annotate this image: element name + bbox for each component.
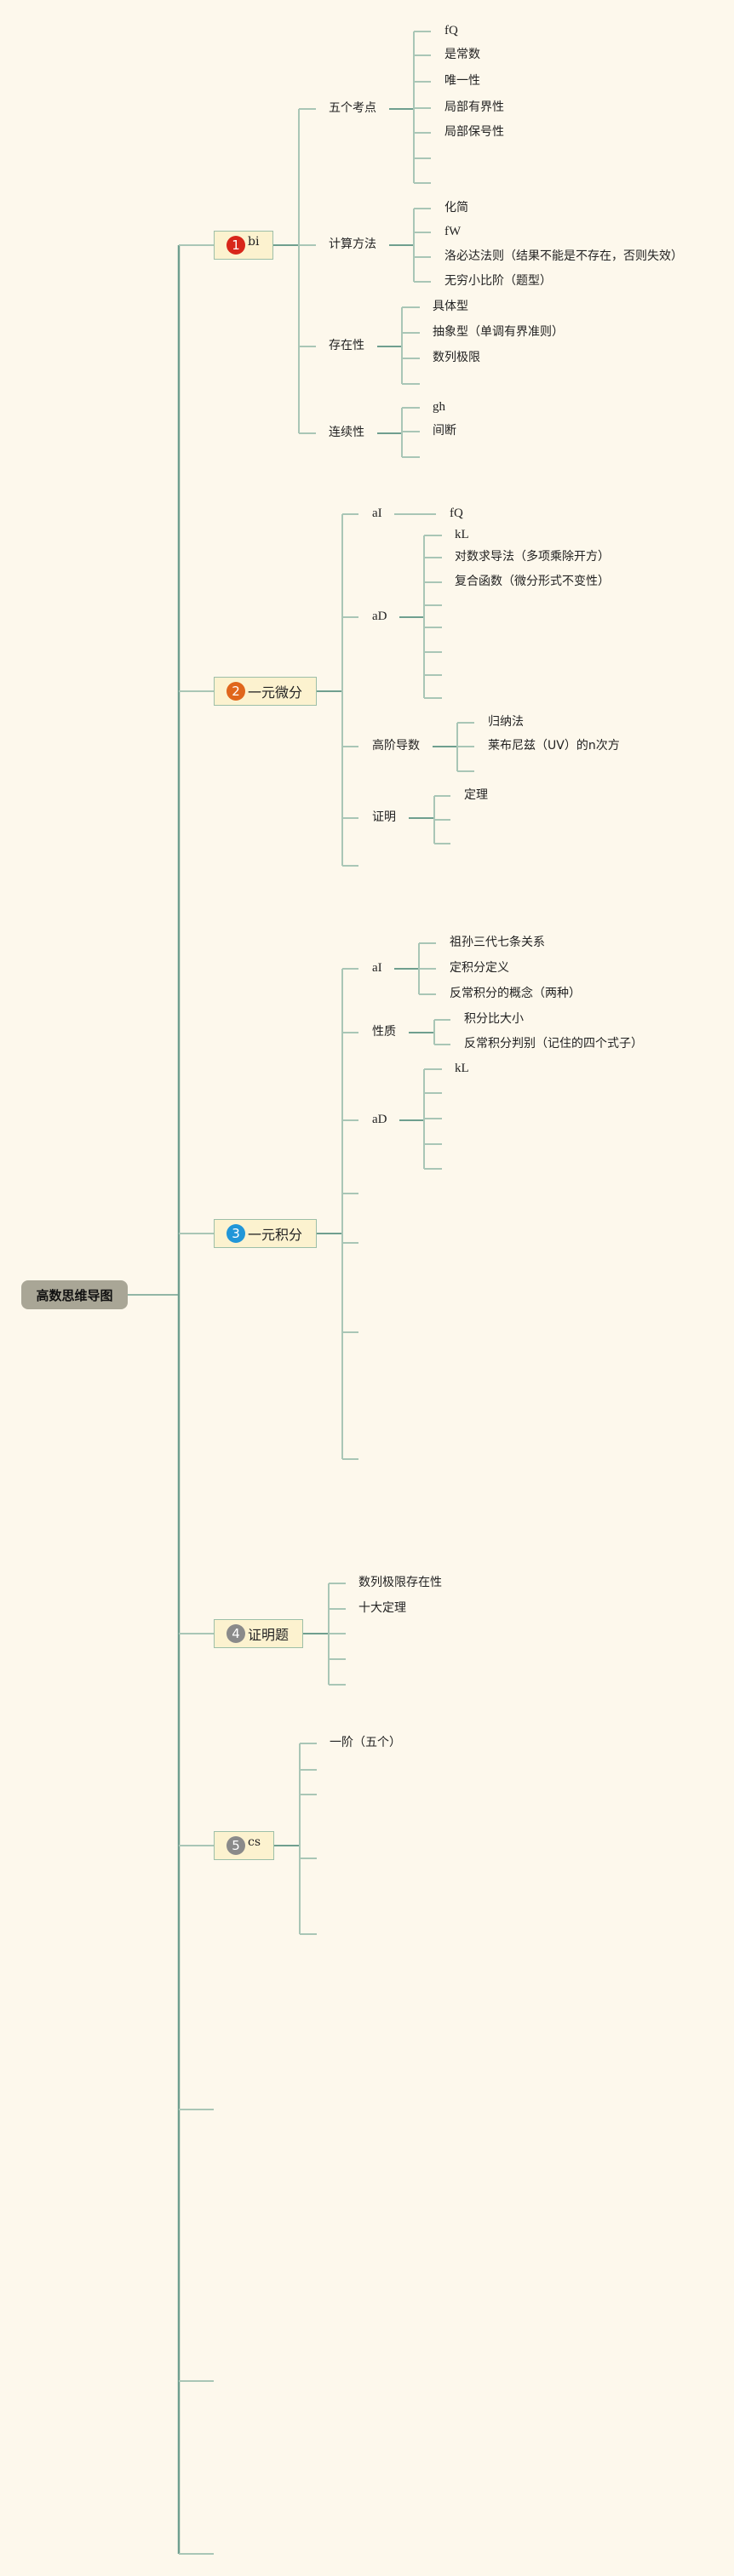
topic-label[interactable]: aD [372, 610, 387, 623]
leaf-item[interactable]: 唯一性 [444, 74, 480, 88]
leaf-item[interactable]: 是常数 [444, 48, 480, 61]
leaf-item[interactable]: 莱布尼兹（UV）的n次方 [488, 739, 620, 753]
leaf-item[interactable]: fQ [444, 24, 458, 37]
leaf-item[interactable]: fQ [450, 507, 463, 520]
leaf-item[interactable]: 洛必达法则（结果不能是不存在，否则失效） [444, 249, 683, 263]
leaf-item[interactable]: 局部保号性 [444, 125, 504, 139]
leaf-item[interactable]: 间断 [433, 424, 456, 438]
leaf-item[interactable]: gh [433, 400, 445, 414]
branch-label: 一元微分 [248, 684, 303, 701]
branch-label: 证明题 [248, 1627, 290, 1643]
number-badge-icon: 1 [227, 236, 245, 255]
leaf-item[interactable]: kL [455, 1062, 469, 1075]
leaf-item[interactable]: 数列极限 [433, 351, 480, 364]
central-topic[interactable]: 高数思维导图 [21, 1280, 128, 1309]
topic-label[interactable]: 存在性 [329, 339, 364, 352]
leaf-item[interactable]: 局部有界性 [444, 100, 504, 114]
leaf-item[interactable]: 定积分定义 [450, 961, 509, 975]
number-badge-icon: 3 [227, 1224, 245, 1243]
leaf-item[interactable]: kL [455, 528, 469, 541]
topic-label[interactable]: 证明 [372, 810, 396, 824]
topic-label[interactable]: aI [372, 961, 382, 975]
leaf-item[interactable]: 复合函数（微分形式不变性） [455, 575, 610, 588]
topic-label[interactable]: 连续性 [329, 426, 364, 439]
leaf-item[interactable]: 积分比大小 [464, 1012, 524, 1026]
topic-label[interactable]: 计算方法 [329, 238, 376, 251]
central-topic-label: 高数思维导图 [36, 1287, 113, 1303]
leaf-item[interactable]: 定理 [464, 788, 488, 802]
leaf-item[interactable]: 具体型 [433, 300, 468, 313]
leaf-item[interactable]: fW [444, 225, 462, 238]
topic-label[interactable]: aD [372, 1113, 387, 1126]
leaf-item[interactable]: 抽象型（单调有界准则） [433, 325, 564, 339]
leaf-item[interactable]: 对数求导法（多项乘除开方） [455, 550, 610, 564]
topic-label[interactable]: 性质 [372, 1025, 396, 1039]
leaf-item[interactable]: 反常积分判别（记住的四个式子） [464, 1037, 643, 1050]
leaf-item[interactable]: 反常积分的概念（两种） [450, 987, 581, 1000]
leaf-item[interactable]: 祖孙三代七条关系 [450, 936, 545, 949]
topic-label[interactable]: 高阶导数 [372, 739, 420, 753]
leaf-item[interactable]: 数列极限存在性 [358, 1576, 442, 1589]
number-badge-icon: 5 [227, 1836, 245, 1855]
number-badge-icon: 4 [227, 1624, 245, 1643]
branch-label: cs [248, 1835, 261, 1849]
leaf-item[interactable]: 一阶（五个） [330, 1736, 401, 1749]
topic-label[interactable]: aI [372, 507, 382, 520]
leaf-item[interactable]: 无穷小比阶（题型） [444, 274, 552, 288]
leaf-item[interactable]: 化简 [444, 201, 468, 215]
branch-label: 一元积分 [248, 1227, 303, 1243]
leaf-item[interactable]: 归纳法 [488, 715, 524, 729]
number-badge-icon: 2 [227, 682, 245, 701]
leaf-item[interactable]: 十大定理 [358, 1601, 406, 1615]
branch-label: bi [248, 235, 260, 249]
topic-label[interactable]: 五个考点 [329, 101, 376, 115]
